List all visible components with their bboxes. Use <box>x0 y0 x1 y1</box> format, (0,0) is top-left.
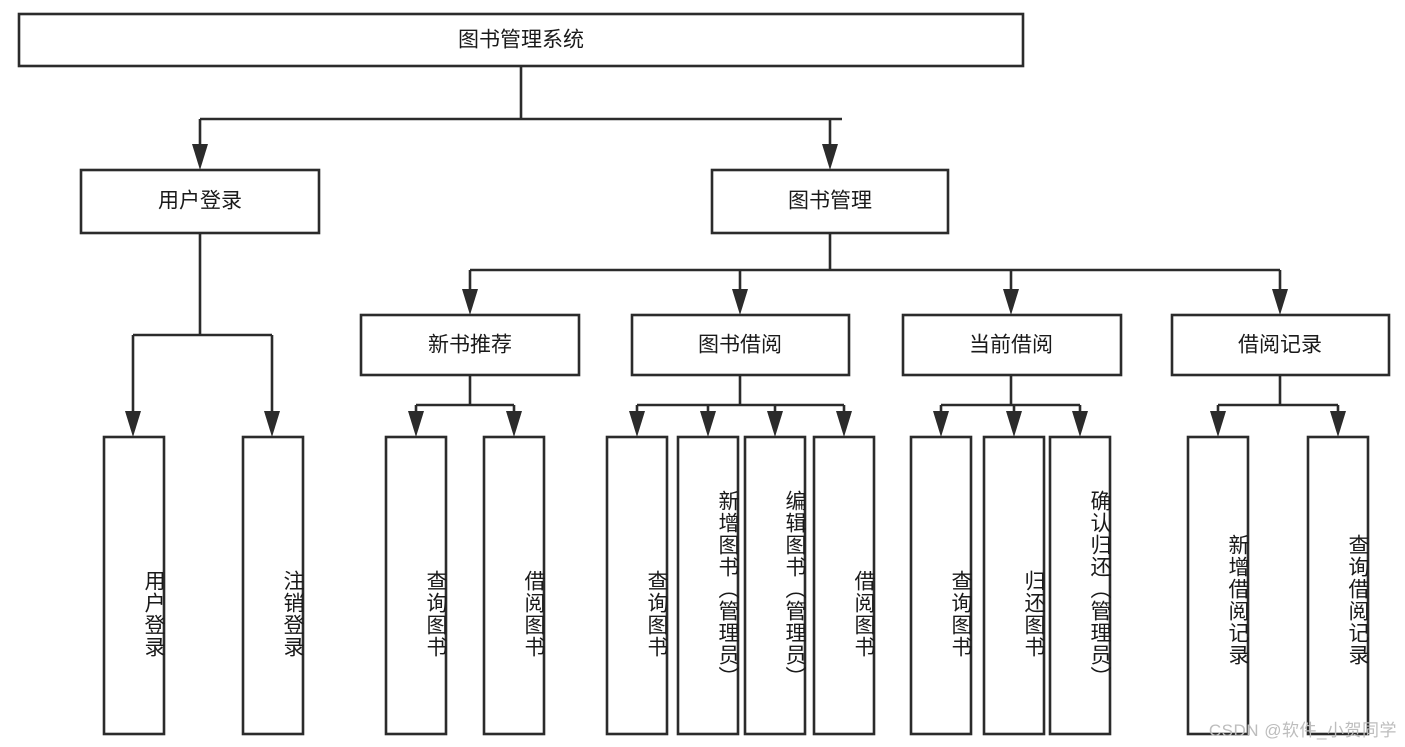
node-current-borrow-label: 当前借阅 <box>969 334 1053 357</box>
leaf-box[interactable] <box>1048 435 1112 736</box>
connectors-newbook-to-leaves <box>408 375 522 437</box>
leaf-box[interactable] <box>102 435 166 736</box>
leaf-box[interactable] <box>982 435 1046 736</box>
leaf-box[interactable] <box>676 435 740 736</box>
node-book-management[interactable]: 图书管理 <box>710 168 950 235</box>
node-borrow-record[interactable]: 借阅记录 <box>1170 313 1391 377</box>
connectors-userlogin-to-leaves <box>125 233 280 437</box>
connectors-root-to-level2 <box>192 66 842 170</box>
leaf-box[interactable] <box>384 435 448 736</box>
node-root[interactable]: 图书管理系统 <box>17 12 1025 68</box>
node-user-login[interactable]: 用户登录 <box>79 168 321 235</box>
node-new-book-recommend[interactable]: 新书推荐 <box>359 313 581 377</box>
connectors-bookmgmt-to-level3 <box>462 233 1288 315</box>
node-user-login-label: 用户登录 <box>158 190 242 213</box>
connectors-currentborrow-to-leaves <box>933 375 1088 437</box>
leaf-box[interactable] <box>909 435 973 736</box>
node-book-borrow[interactable]: 图书借阅 <box>630 313 851 377</box>
node-root-label: 图书管理系统 <box>458 29 584 52</box>
leaf-box[interactable] <box>482 435 546 736</box>
leaf-box[interactable] <box>1186 435 1250 736</box>
node-new-book-recommend-label: 新书推荐 <box>428 334 512 357</box>
leaf-nodes <box>102 435 1370 736</box>
csdn-watermark: CSDN @软件_小贺同学 <box>1208 721 1397 740</box>
connectors-borrowbook-to-leaves <box>629 375 852 437</box>
leaf-box[interactable] <box>241 435 305 736</box>
node-current-borrow[interactable]: 当前借阅 <box>901 313 1123 377</box>
leaf-box[interactable] <box>743 435 807 736</box>
leaf-box[interactable] <box>812 435 876 736</box>
connectors-borrowrecord-to-leaves <box>1210 375 1346 437</box>
node-book-management-label: 图书管理 <box>788 190 872 213</box>
leaf-box[interactable] <box>1306 435 1370 736</box>
leaf-box[interactable] <box>605 435 669 736</box>
node-borrow-record-label: 借阅记录 <box>1238 334 1322 357</box>
node-book-borrow-label: 图书借阅 <box>698 334 782 357</box>
